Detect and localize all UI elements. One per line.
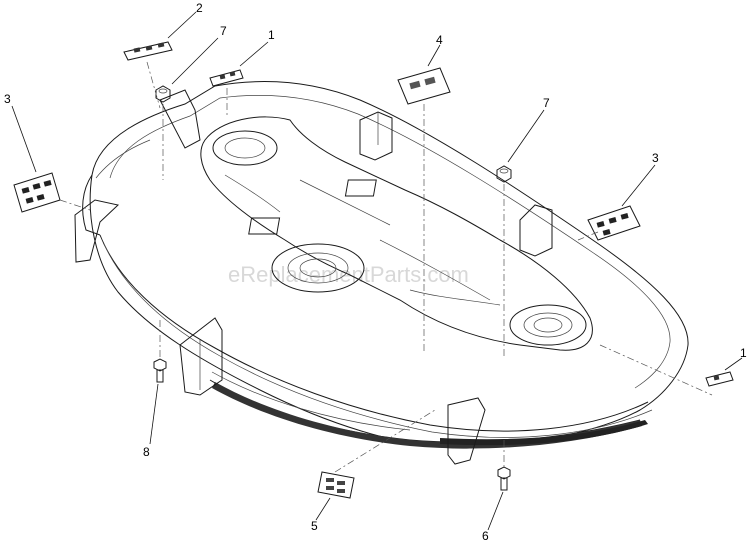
- callout-8: 8: [143, 445, 150, 459]
- locknut-7-left: [155, 85, 171, 103]
- bolt-6: [497, 466, 511, 491]
- mower-deck-shell: [82, 81, 689, 449]
- callout-1-front: 1: [740, 346, 747, 360]
- callout-1-rear: 1: [268, 28, 275, 42]
- alignment-lines: [59, 61, 713, 473]
- callout-7-right: 7: [543, 96, 550, 110]
- decal-5: [317, 471, 355, 499]
- callout-2: 2: [196, 1, 203, 15]
- decal-2: [123, 41, 173, 61]
- bolt-8: [153, 358, 167, 383]
- callout-3-right: 3: [652, 151, 659, 165]
- deck-top-plate: [200, 116, 593, 351]
- locknut-7-right: [496, 165, 512, 183]
- decal-4: [397, 67, 451, 105]
- decal-3-right: [587, 205, 641, 241]
- decal-1-rear: [209, 69, 244, 87]
- callouts: 2 7 1 4 3 7 3 1 8 5 6: [4, 1, 747, 543]
- callout-5: 5: [311, 519, 318, 533]
- decal-3-left: [13, 172, 61, 213]
- decal-1-front: [705, 371, 734, 387]
- mounting-brackets: [74, 89, 553, 465]
- callout-3-left: 3: [4, 92, 11, 106]
- callout-7-left: 7: [220, 24, 227, 38]
- callout-6: 6: [482, 529, 489, 543]
- leader-lines: [11, 11, 743, 531]
- callout-4: 4: [436, 33, 443, 47]
